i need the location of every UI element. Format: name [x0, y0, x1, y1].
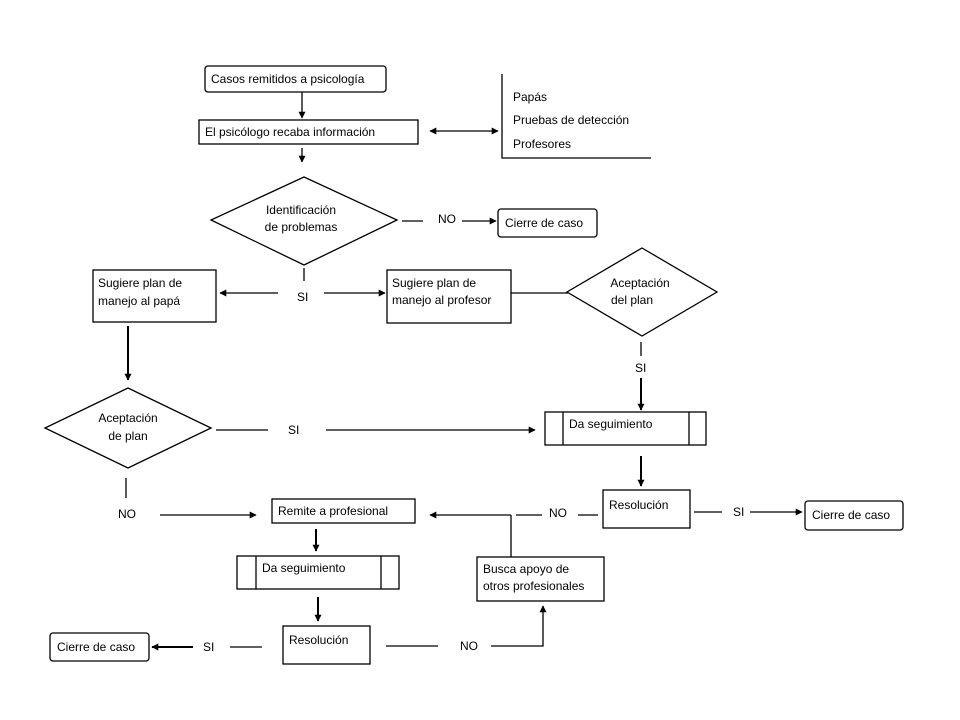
node-casos-remitidos: Casos remitidos a psicología [204, 65, 387, 93]
node-seguimiento-2-label: Da seguimiento [262, 561, 346, 575]
label-no-identificacion: NO [438, 212, 456, 226]
decision-aceptacion-profesor-line2: del plan [611, 293, 653, 307]
label-no-resolucion-1: NO [549, 506, 567, 520]
node-cierre-caso-3: Cierre de caso [49, 632, 150, 662]
node-plan-papa: Sugiere plan de manejo al papá [92, 269, 217, 323]
node-cierre-caso-3-label: Cierre de caso [57, 640, 135, 654]
node-busca-apoyo-line2: otros profesionales [483, 579, 584, 593]
node-seguimiento-2: Da seguimiento [236, 555, 400, 590]
node-resolucion-2-label: Resolución [289, 633, 348, 647]
source-papas: Papás [513, 90, 547, 104]
node-psicologo-label: El psicólogo recaba información [205, 125, 375, 139]
node-resolucion-1-label: Resolución [609, 498, 668, 512]
decision-identificacion-line2: de problemas [265, 220, 338, 234]
node-plan-profesor-line1: Sugiere plan de [392, 276, 476, 290]
node-busca-apoyo: Busca apoyo de otros profesionales [476, 556, 605, 602]
node-remite-label: Remite a profesional [278, 504, 388, 518]
label-no-aceptacion-papa: NO [118, 507, 136, 521]
node-remite: Remite a profesional [271, 498, 416, 524]
label-si-resolucion-2: SI [203, 640, 214, 654]
decision-aceptacion-profesor: Aceptación del plan [565, 247, 719, 337]
node-resolucion-2: Resolución [282, 625, 371, 665]
node-casos-remitidos-label: Casos remitidos a psicología [211, 72, 365, 86]
decision-aceptacion-papa: Aceptación de plan [43, 387, 213, 469]
source-profesores: Profesores [513, 137, 571, 151]
decision-identificacion: Identificación de problemas [209, 176, 399, 266]
node-cierre-caso-1-label: Cierre de caso [505, 216, 583, 230]
label-no-resolucion-2: NO [460, 639, 478, 653]
decision-aceptacion-profesor-line1: Aceptación [610, 276, 669, 290]
node-cierre-caso-2-label: Cierre de caso [812, 508, 890, 522]
source-pruebas: Pruebas de detección [513, 113, 629, 127]
decision-aceptacion-papa-line2: de plan [108, 429, 147, 443]
node-seguimiento-1: Da seguimiento [544, 411, 707, 446]
label-si-resolucion-1: SI [733, 505, 744, 519]
decision-identificacion-line1: Identificación [266, 203, 336, 217]
node-cierre-caso-1: Cierre de caso [497, 208, 598, 238]
decision-aceptacion-papa-line1: Aceptación [98, 411, 157, 425]
node-seguimiento-1-label: Da seguimiento [569, 417, 653, 431]
label-si-aceptacion-papa: SI [288, 423, 299, 437]
node-busca-apoyo-line1: Busca apoyo de [483, 562, 569, 576]
label-si-aceptacion-profesor: SI [635, 361, 646, 375]
node-plan-papa-line1: Sugiere plan de [98, 276, 182, 290]
label-si-identificacion: SI [297, 290, 308, 304]
node-plan-profesor: Sugiere plan de manejo al profesor [386, 269, 512, 324]
node-plan-profesor-line2: manejo al profesor [392, 293, 491, 307]
node-psicologo: El psicólogo recaba información [198, 119, 419, 145]
sources-bracket: Papás Pruebas de detección Profesores [501, 74, 651, 159]
node-resolucion-1: Resolución [602, 489, 691, 529]
node-plan-papa-line2: manejo al papá [98, 294, 180, 308]
arrow-to-busca-apoyo [491, 605, 547, 647]
node-cierre-caso-2: Cierre de caso [804, 500, 904, 531]
